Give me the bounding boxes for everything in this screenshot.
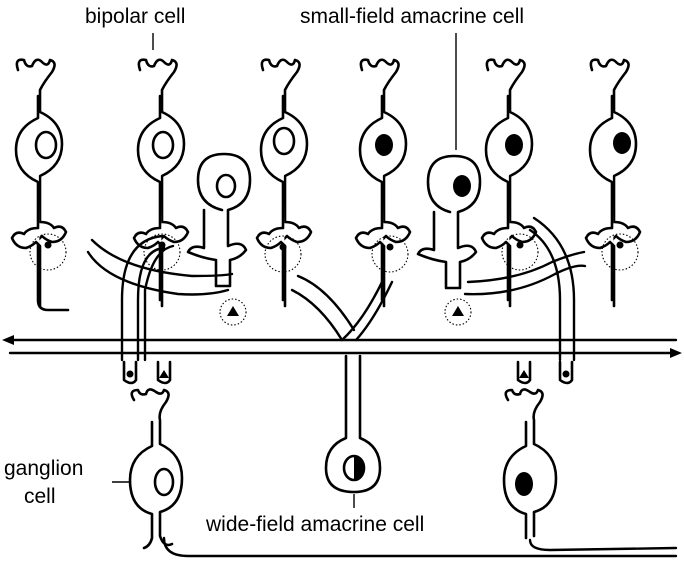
ganglion-axons xyxy=(162,536,678,558)
bipolar-cell-1 xyxy=(10,58,70,312)
bipolar-cell-4 xyxy=(354,58,412,308)
wide-field-amacrine-cell xyxy=(324,354,382,494)
label-small-field-amacrine-cell: small-field amacrine cell xyxy=(300,5,525,28)
ganglion-cell-left xyxy=(122,360,184,550)
label-bipolar-cell: bipolar cell xyxy=(85,5,186,28)
label-wide-field-amacrine-cell: wide-field amacrine cell xyxy=(206,513,425,536)
inner-plexiform-band xyxy=(2,335,682,358)
small-field-amacrine-cell-left xyxy=(186,152,252,326)
label-ganglion-line1: ganglion xyxy=(4,457,84,480)
left-arrow-icon xyxy=(2,335,14,345)
amacrine-processes xyxy=(86,216,587,362)
label-leader-lines xyxy=(112,33,457,508)
bipolar-cell-5 xyxy=(480,58,538,308)
bipolar-cell-6 xyxy=(584,58,642,308)
ganglion-cell-right xyxy=(502,360,574,540)
right-arrow-icon xyxy=(670,348,682,358)
small-field-amacrine-cell-right xyxy=(416,154,482,326)
bipolar-cell-3 xyxy=(255,58,313,308)
label-ganglion-line2: cell xyxy=(24,485,56,508)
bipolar-terminal-synapses xyxy=(29,233,639,273)
